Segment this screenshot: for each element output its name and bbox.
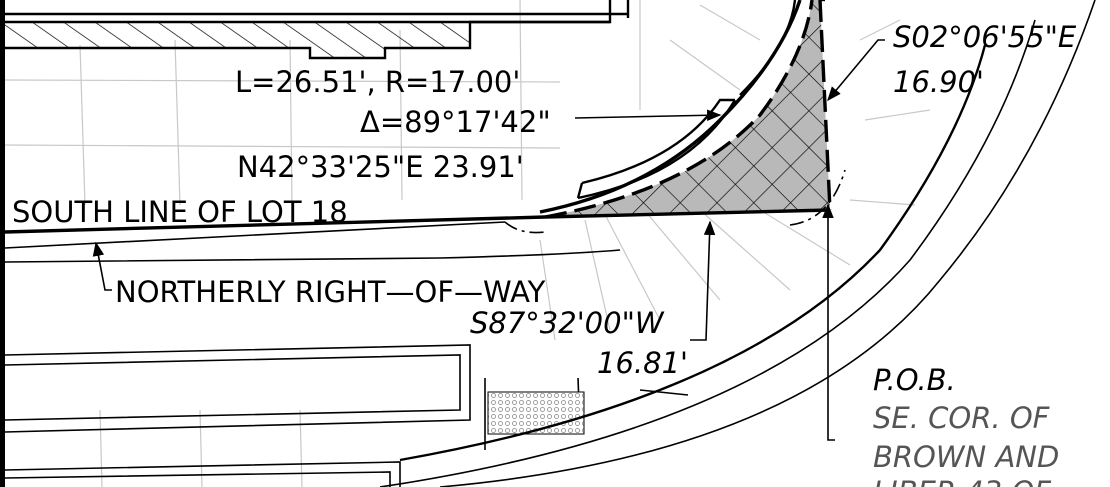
leader-lines xyxy=(92,39,885,441)
pob-line-3-label: LIBER 43 OF xyxy=(873,475,1052,487)
parcel-shaded-area xyxy=(545,0,830,217)
building-footprint xyxy=(5,0,630,60)
east-course-distance-label: 16.90' xyxy=(893,65,984,99)
pob-line-2-label: BROWN AND xyxy=(873,440,1059,474)
pob-line-1-label: SE. COR. OF xyxy=(873,401,1051,435)
pob-title-label: P.O.B. xyxy=(873,363,956,397)
south-course-bearing-label: S87°32'00"W xyxy=(470,306,665,340)
curve-length-radius-label: L=26.51', R=17.00' xyxy=(235,65,520,99)
sheet-border xyxy=(0,0,5,487)
paving-grid xyxy=(4,0,931,487)
northerly-right-of-way-label: NORTHERLY RIGHT—OF—WAY xyxy=(115,275,546,309)
south-line-label: SOUTH LINE OF LOT 18 xyxy=(12,195,348,229)
curve-delta-label: Δ=89°17'42" xyxy=(360,105,551,139)
curve-chord-label: N42°33'25"E 23.91' xyxy=(237,150,524,184)
south-course-distance-label: 16.81' xyxy=(597,346,688,380)
east-course-bearing-label: S02°06'55"E xyxy=(893,20,1077,54)
